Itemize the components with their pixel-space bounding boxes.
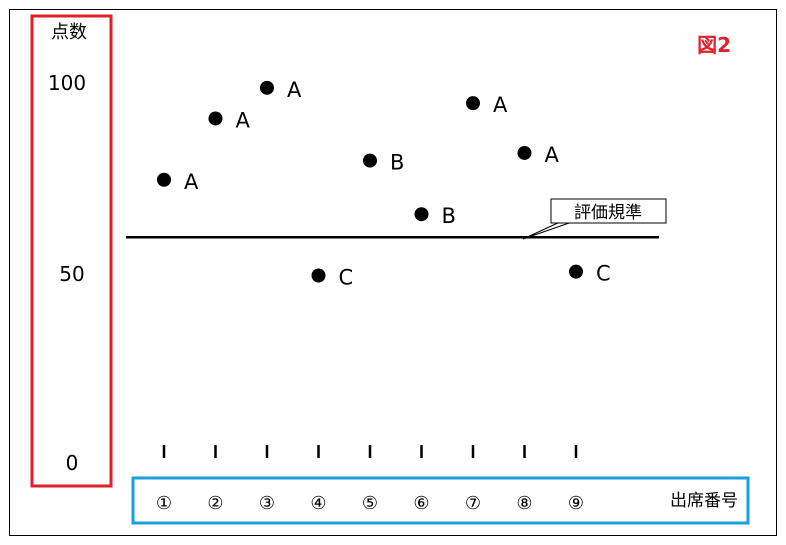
data-point-label: B	[442, 204, 456, 228]
data-point	[517, 145, 532, 160]
x-tick-label: ⑥	[413, 493, 429, 514]
x-tick-label: ①	[156, 493, 172, 514]
data-point-label: C	[339, 266, 354, 290]
y-tick-label: 100	[48, 71, 86, 95]
data-point	[260, 80, 274, 95]
data-point	[363, 153, 377, 168]
chart-title: 図2	[697, 33, 731, 57]
data-point	[414, 207, 429, 222]
data-point-label: B	[390, 151, 404, 175]
data-point-label: C	[596, 262, 611, 286]
x-axis-box	[131, 476, 750, 525]
x-axis-title: 出席番号	[670, 491, 738, 511]
chart-border	[9, 9, 777, 536]
data-point-label: A	[493, 93, 508, 117]
x-tick-label: ②	[207, 493, 223, 514]
data-point-label: A	[545, 143, 560, 167]
reference-line-callout: 評価規準	[522, 198, 667, 240]
reference-line-label: 評価規準	[574, 203, 642, 223]
x-tick-label: ④	[310, 493, 326, 514]
data-point	[311, 268, 326, 283]
y-tick-label: 0	[66, 451, 79, 475]
data-point	[208, 111, 223, 126]
x-tick-label: ⑧	[516, 493, 532, 514]
y-axis-title: 点数	[51, 22, 87, 43]
data-point-label: A	[184, 170, 199, 194]
data-point-label: A	[287, 78, 302, 102]
x-tick-label: ③	[259, 493, 275, 514]
data-point	[466, 96, 480, 111]
y-tick-label: 50	[59, 262, 84, 286]
data-point	[569, 264, 583, 279]
data-point	[157, 172, 171, 187]
x-tick-label: ⑨	[568, 493, 584, 514]
x-tick-label: ⑤	[362, 493, 378, 514]
x-tick-label: ⑦	[465, 493, 481, 514]
y-axis-box	[30, 14, 113, 488]
data-point-label: A	[236, 108, 251, 132]
